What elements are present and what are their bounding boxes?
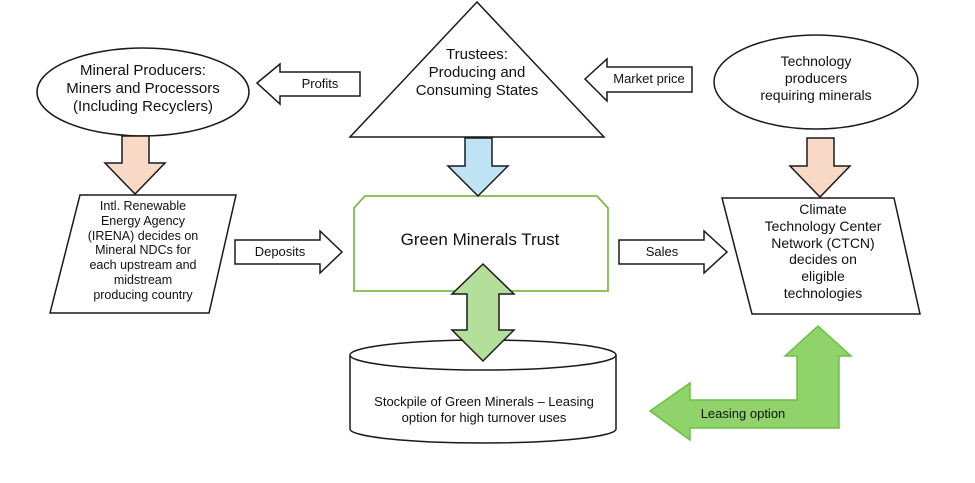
technology-producers-ellipse (713, 34, 919, 130)
trust-stockpile-double-arrow (450, 262, 516, 363)
green-minerals-trust-label: Green Minerals Trust (400, 229, 560, 249)
ctcn-parallelogram (721, 197, 921, 315)
sales-arrow-label: Sales (645, 244, 679, 260)
green-minerals-trust-box (353, 195, 609, 292)
profits-arrow-label: Profits (301, 76, 339, 92)
producers-down-arrow (103, 135, 167, 196)
technology-producers-label: Technology producers requiring minerals (760, 53, 872, 103)
mineral-producers-label: Mineral Producers: Miners and Processors… (66, 62, 220, 115)
stockpile-label: Stockpile of Green Minerals – Leasing op… (374, 394, 594, 425)
stockpile-cylinder-body (349, 355, 617, 444)
trustees-label: Trustees: Producing and Consuming States (415, 46, 539, 99)
irena-label: Intl. Renewable Energy Agency (IRENA) de… (87, 199, 199, 302)
leasing-option-arrow (648, 324, 853, 442)
deposits-arrow (234, 229, 344, 275)
leasing-option-arrow-label: Leasing option (700, 406, 786, 422)
deposits-arrow-label: Deposits (254, 244, 306, 260)
trustees-triangle (348, 0, 606, 138)
profits-arrow (255, 62, 361, 106)
market-price-arrow-label: Market price (613, 71, 685, 87)
irena-parallelogram (49, 194, 237, 314)
tech-producers-down-arrow (788, 137, 852, 199)
ctcn-label: Climate Technology Center Network (CTCN)… (764, 201, 882, 301)
sales-arrow (618, 229, 729, 275)
trustees-down-arrow (446, 137, 510, 198)
market-price-arrow (583, 57, 693, 103)
